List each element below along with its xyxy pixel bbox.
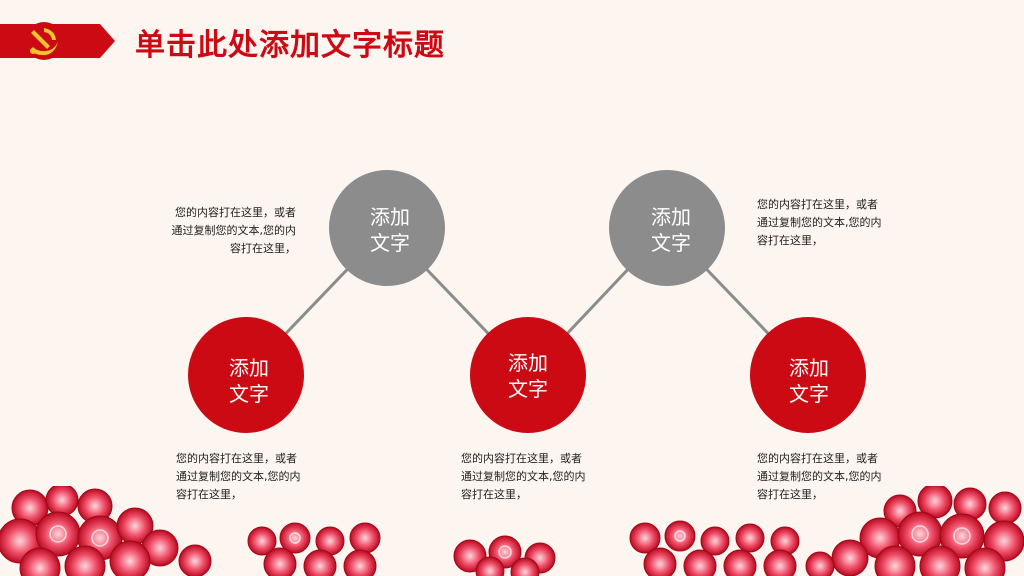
description-line: 容打在这里， bbox=[176, 488, 242, 501]
description-line: 通过复制您的文本,您的内 bbox=[757, 470, 882, 483]
description-line: 您的内容打在这里，或者 bbox=[176, 452, 297, 465]
node-circle-4 bbox=[609, 170, 725, 286]
description-line: 容打在这里， bbox=[230, 242, 296, 255]
description-line: 通过复制您的文本,您的内 bbox=[757, 216, 882, 229]
node-label-line: 文字 bbox=[370, 231, 410, 255]
node-label-line: 添加 bbox=[789, 356, 829, 380]
node-label-line: 添加 bbox=[651, 205, 691, 229]
description-line: 容打在这里， bbox=[461, 488, 527, 501]
description-line: 容打在这里， bbox=[757, 234, 823, 247]
description-5: 您的内容打在这里，或者 通过复制您的文本,您的内 容打在这里， bbox=[757, 450, 897, 504]
node-circle-1 bbox=[188, 317, 304, 433]
description-line: 您的内容打在这里，或者 bbox=[461, 452, 582, 465]
description-line: 通过复制您的文本,您的内 bbox=[171, 224, 297, 237]
node-label-line: 添加 bbox=[370, 205, 410, 229]
node-label-line: 文字 bbox=[651, 231, 691, 255]
node-label-line: 文字 bbox=[229, 382, 269, 406]
description-2: 您的内容打在这里，或者 通过复制您的文本,您的内 容打在这里， bbox=[757, 196, 897, 250]
header-ribbon bbox=[0, 22, 115, 60]
description-line: 通过复制您的文本,您的内 bbox=[176, 470, 301, 483]
node-label-3: 添加 文字 bbox=[468, 350, 588, 402]
party-emblem-icon bbox=[25, 22, 63, 60]
node-label-1: 添加 文字 bbox=[189, 355, 309, 407]
node-label-line: 文字 bbox=[508, 377, 548, 401]
description-3: 您的内容打在这里，或者 通过复制您的文本,您的内 容打在这里， bbox=[176, 450, 316, 504]
description-1: 您的内容打在这里，或者 通过复制您的文本,您的内 容打在这里， bbox=[156, 204, 297, 258]
description-line: 您的内容打在这里，或者 bbox=[757, 452, 878, 465]
description-line: 您的内容打在这里，或者 bbox=[175, 206, 296, 219]
node-circle-3 bbox=[470, 317, 586, 433]
node-label-line: 文字 bbox=[789, 382, 829, 406]
description-line: 您的内容打在这里，或者 bbox=[757, 198, 878, 211]
decorative-clouds bbox=[0, 486, 1024, 576]
description-4: 您的内容打在这里，或者 通过复制您的文本,您的内 容打在这里， bbox=[461, 450, 601, 504]
node-circle-5 bbox=[750, 317, 866, 433]
node-label-line: 添加 bbox=[229, 356, 269, 380]
node-circle-2 bbox=[329, 170, 445, 286]
node-label-5: 添加 文字 bbox=[749, 355, 869, 407]
description-line: 通过复制您的文本,您的内 bbox=[461, 470, 586, 483]
page-title: 单击此处添加文字标题 bbox=[135, 28, 445, 63]
node-label-line: 添加 bbox=[508, 351, 548, 375]
description-line: 容打在这里， bbox=[757, 488, 823, 501]
node-label-2: 添加 文字 bbox=[330, 204, 450, 256]
node-label-4: 添加 文字 bbox=[611, 204, 731, 256]
